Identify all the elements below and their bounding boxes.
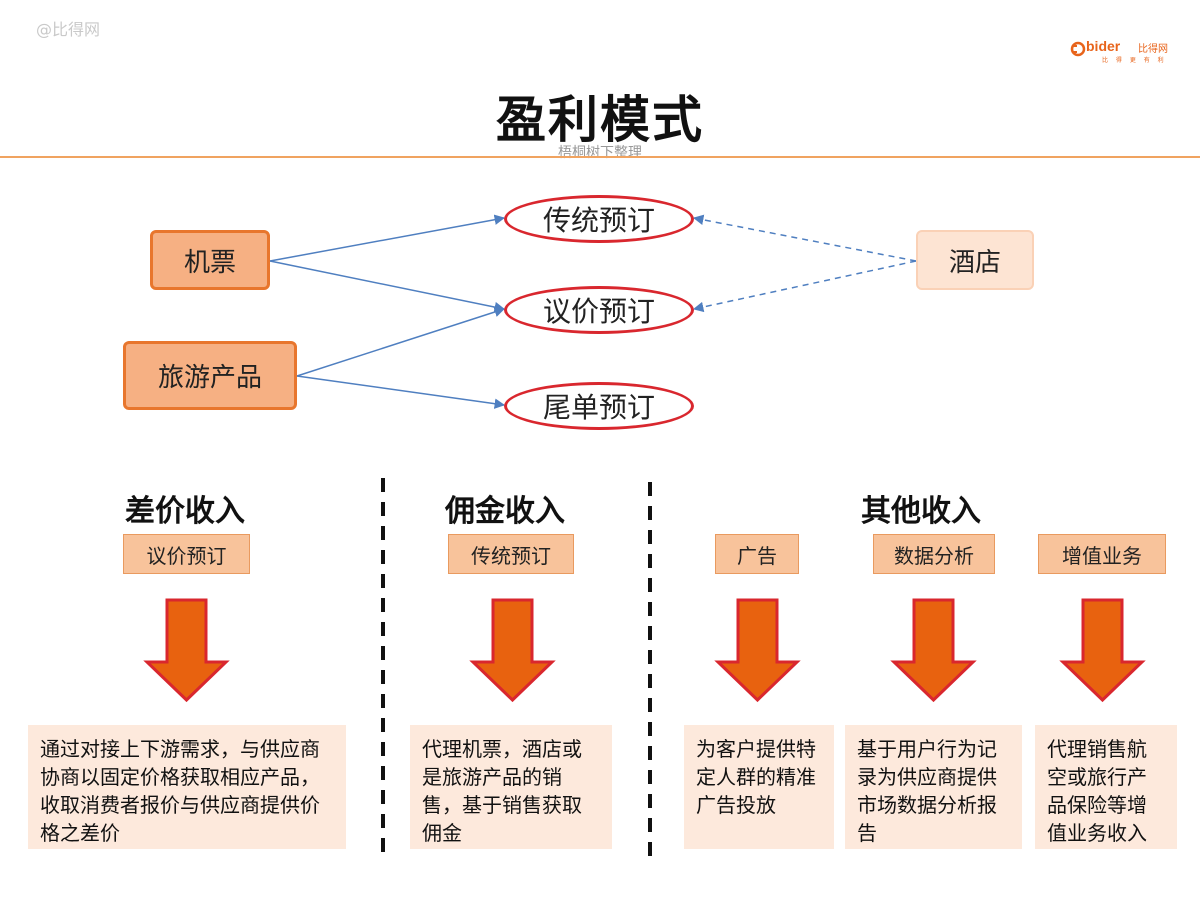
desc-commission: 代理机票，酒店或是旅游产品的销售，基于销售获取佣金 — [410, 725, 612, 849]
section-title-diff: 差价收入 — [125, 494, 245, 529]
desc-data-analysis: 基于用户行为记录为供应商提供市场数据分析报告 — [845, 725, 1022, 849]
logo-text: bider — [1086, 38, 1121, 54]
page-title: 盈利模式 — [496, 91, 704, 149]
line-flight-traditional — [269, 214, 506, 262]
down-arrow-icon — [143, 598, 230, 703]
line-travel-negotiated — [296, 306, 505, 377]
channel-traditional-label: 传统预订 — [542, 204, 655, 237]
desc-ad: 为客户提供特定人群的精准广告投放 — [684, 725, 834, 849]
logo-cn: 比得网 — [1138, 44, 1168, 55]
channel-negotiated: 议价预订 — [504, 286, 694, 334]
tag-ad: 广告 — [715, 534, 799, 574]
tag-traditional: 传统预订 — [448, 534, 574, 574]
source-travel-label: 旅游产品 — [157, 363, 262, 393]
channel-tail-label: 尾单预订 — [542, 391, 655, 424]
logo-mark-icon — [1070, 41, 1086, 57]
down-arrow-icon — [890, 598, 977, 703]
desc-value-added: 代理销售航空或旅行产品保险等增值业务收入 — [1035, 725, 1177, 849]
tag-data-analysis: 数据分析 — [873, 534, 995, 574]
tag-data-analysis-label: 数据分析 — [894, 543, 974, 568]
down-arrow-icon — [469, 598, 556, 703]
watermark: @比得网 — [36, 20, 101, 39]
channel-tail: 尾单预订 — [504, 382, 694, 430]
source-travel: 旅游产品 — [123, 341, 297, 410]
tag-value-added: 增值业务 — [1038, 534, 1166, 574]
desc-diff: 通过对接上下游需求，与供应商协商以固定价格获取相应产品，收取消费者报价与供应商提… — [28, 725, 346, 849]
tag-negotiated-label: 议价预订 — [146, 543, 227, 568]
source-hotel-label: 酒店 — [948, 247, 1001, 278]
source-hotel: 酒店 — [916, 230, 1034, 290]
tag-value-added-label: 增值业务 — [1062, 543, 1142, 568]
source-flight-label: 机票 — [183, 247, 236, 278]
section-title-other: 其他收入 — [861, 494, 981, 529]
line-flight-negotiated — [269, 260, 506, 313]
down-arrow-icon — [714, 598, 801, 703]
channel-negotiated-label: 议价预订 — [542, 295, 655, 328]
channel-traditional: 传统预订 — [504, 195, 694, 243]
bider-logo: bider 比得网 比 得 更 有 利 — [1070, 38, 1170, 64]
tag-negotiated: 议价预订 — [123, 534, 250, 574]
line-hotel-traditional — [692, 214, 917, 262]
tag-traditional-label: 传统预订 — [471, 543, 551, 568]
line-travel-tail — [296, 375, 506, 409]
section-title-commission: 佣金收入 — [445, 494, 565, 529]
header-divider — [0, 156, 1200, 158]
line-hotel-negotiated — [692, 260, 917, 313]
source-flight: 机票 — [150, 230, 270, 290]
down-arrow-icon — [1059, 598, 1146, 703]
tag-ad-label: 广告 — [737, 543, 777, 568]
logo-sub: 比 得 更 有 利 — [1102, 57, 1167, 64]
